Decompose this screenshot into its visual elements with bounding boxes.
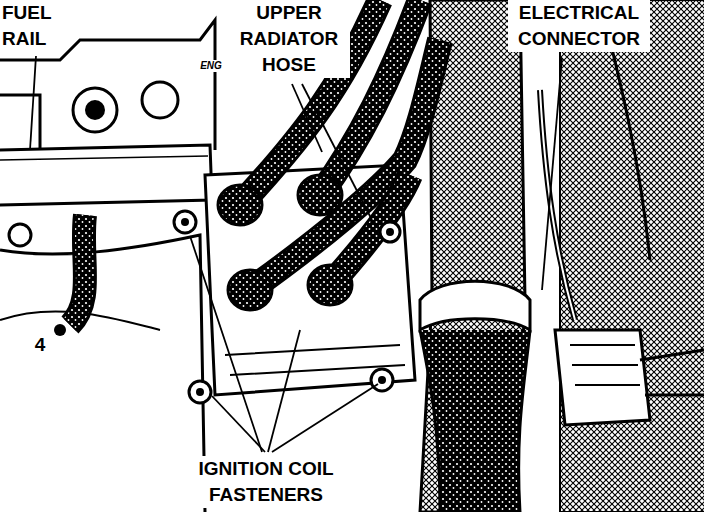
ignition-coil bbox=[205, 165, 415, 395]
hose-clamp bbox=[420, 281, 530, 330]
part-marking: ENG bbox=[194, 60, 228, 72]
part-label: FUEL RAIL bbox=[0, 0, 62, 52]
coil-fastener bbox=[174, 211, 400, 403]
connector-body bbox=[555, 330, 650, 425]
fuel-rail bbox=[0, 145, 212, 205]
callout-number: 4 bbox=[30, 334, 50, 356]
part-label: ELECTRICAL CONNECTOR bbox=[508, 0, 650, 52]
part-label: UPPER RADIATOR HOSE bbox=[228, 0, 350, 78]
part-label: IGNITION COIL FASTENERS bbox=[180, 456, 352, 508]
lower-hose bbox=[420, 330, 530, 512]
leader-line bbox=[30, 56, 562, 452]
radiator-core bbox=[560, 0, 704, 512]
